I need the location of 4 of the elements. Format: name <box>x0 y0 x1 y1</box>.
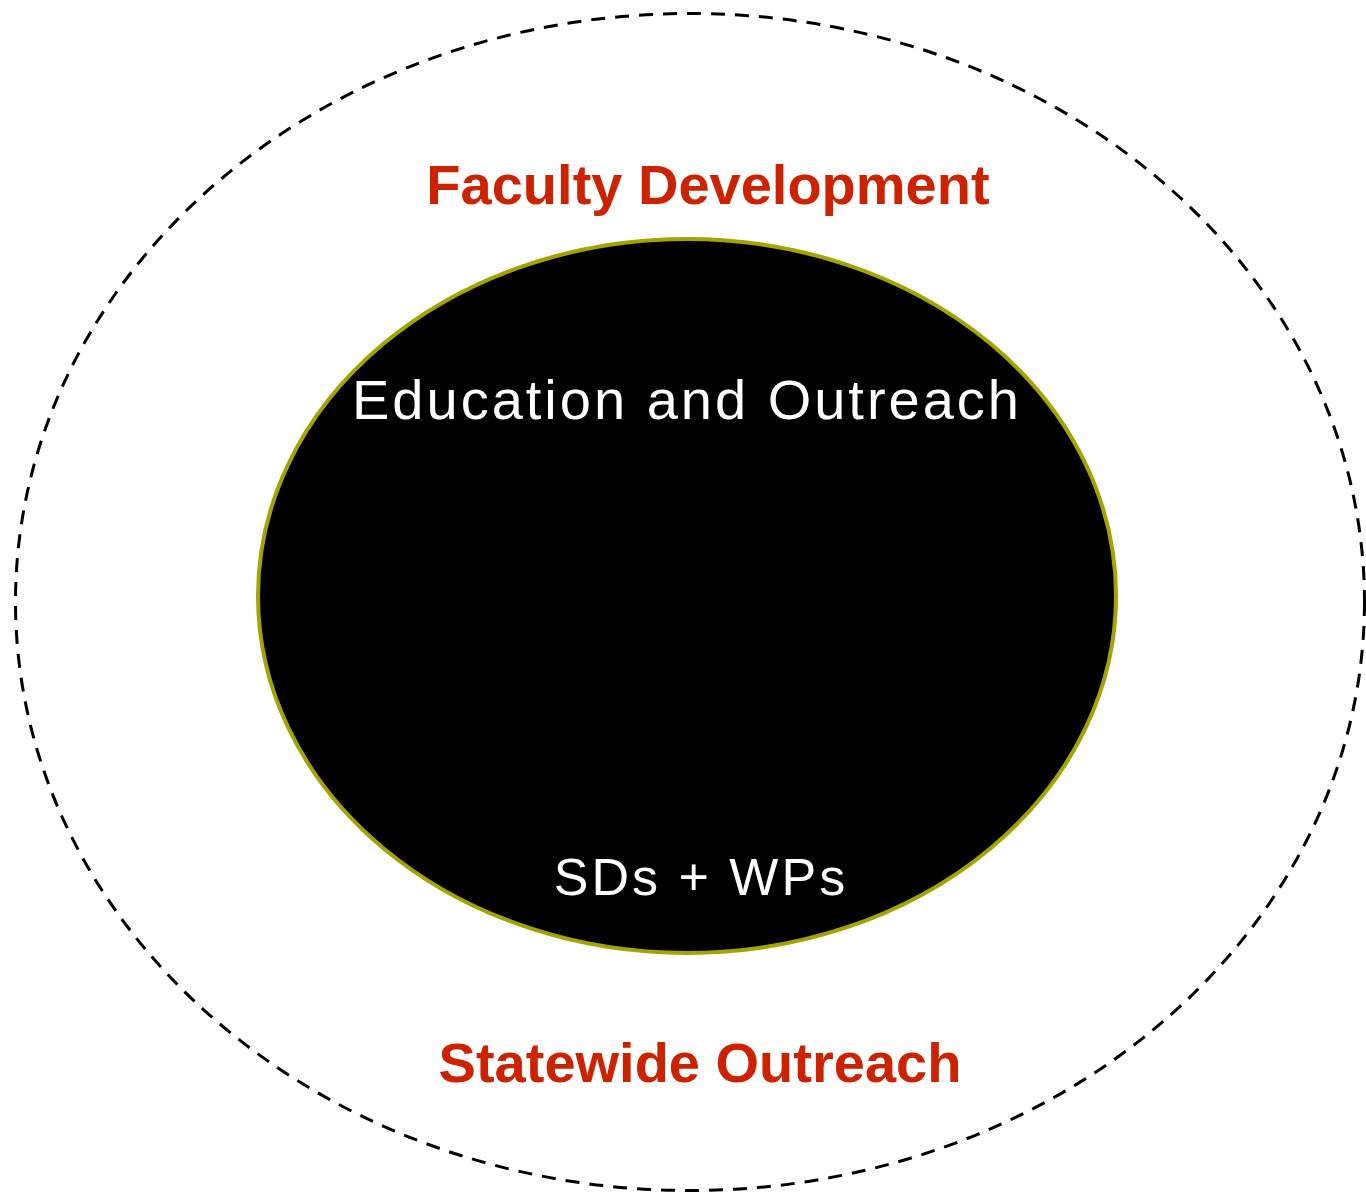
ring-label: Statewide Outreach <box>438 1030 962 1095</box>
core-title: Education and Outreach <box>352 367 1022 432</box>
ring-label: Faculty Development <box>426 152 990 217</box>
core-label: SDs + WPs <box>553 847 849 907</box>
